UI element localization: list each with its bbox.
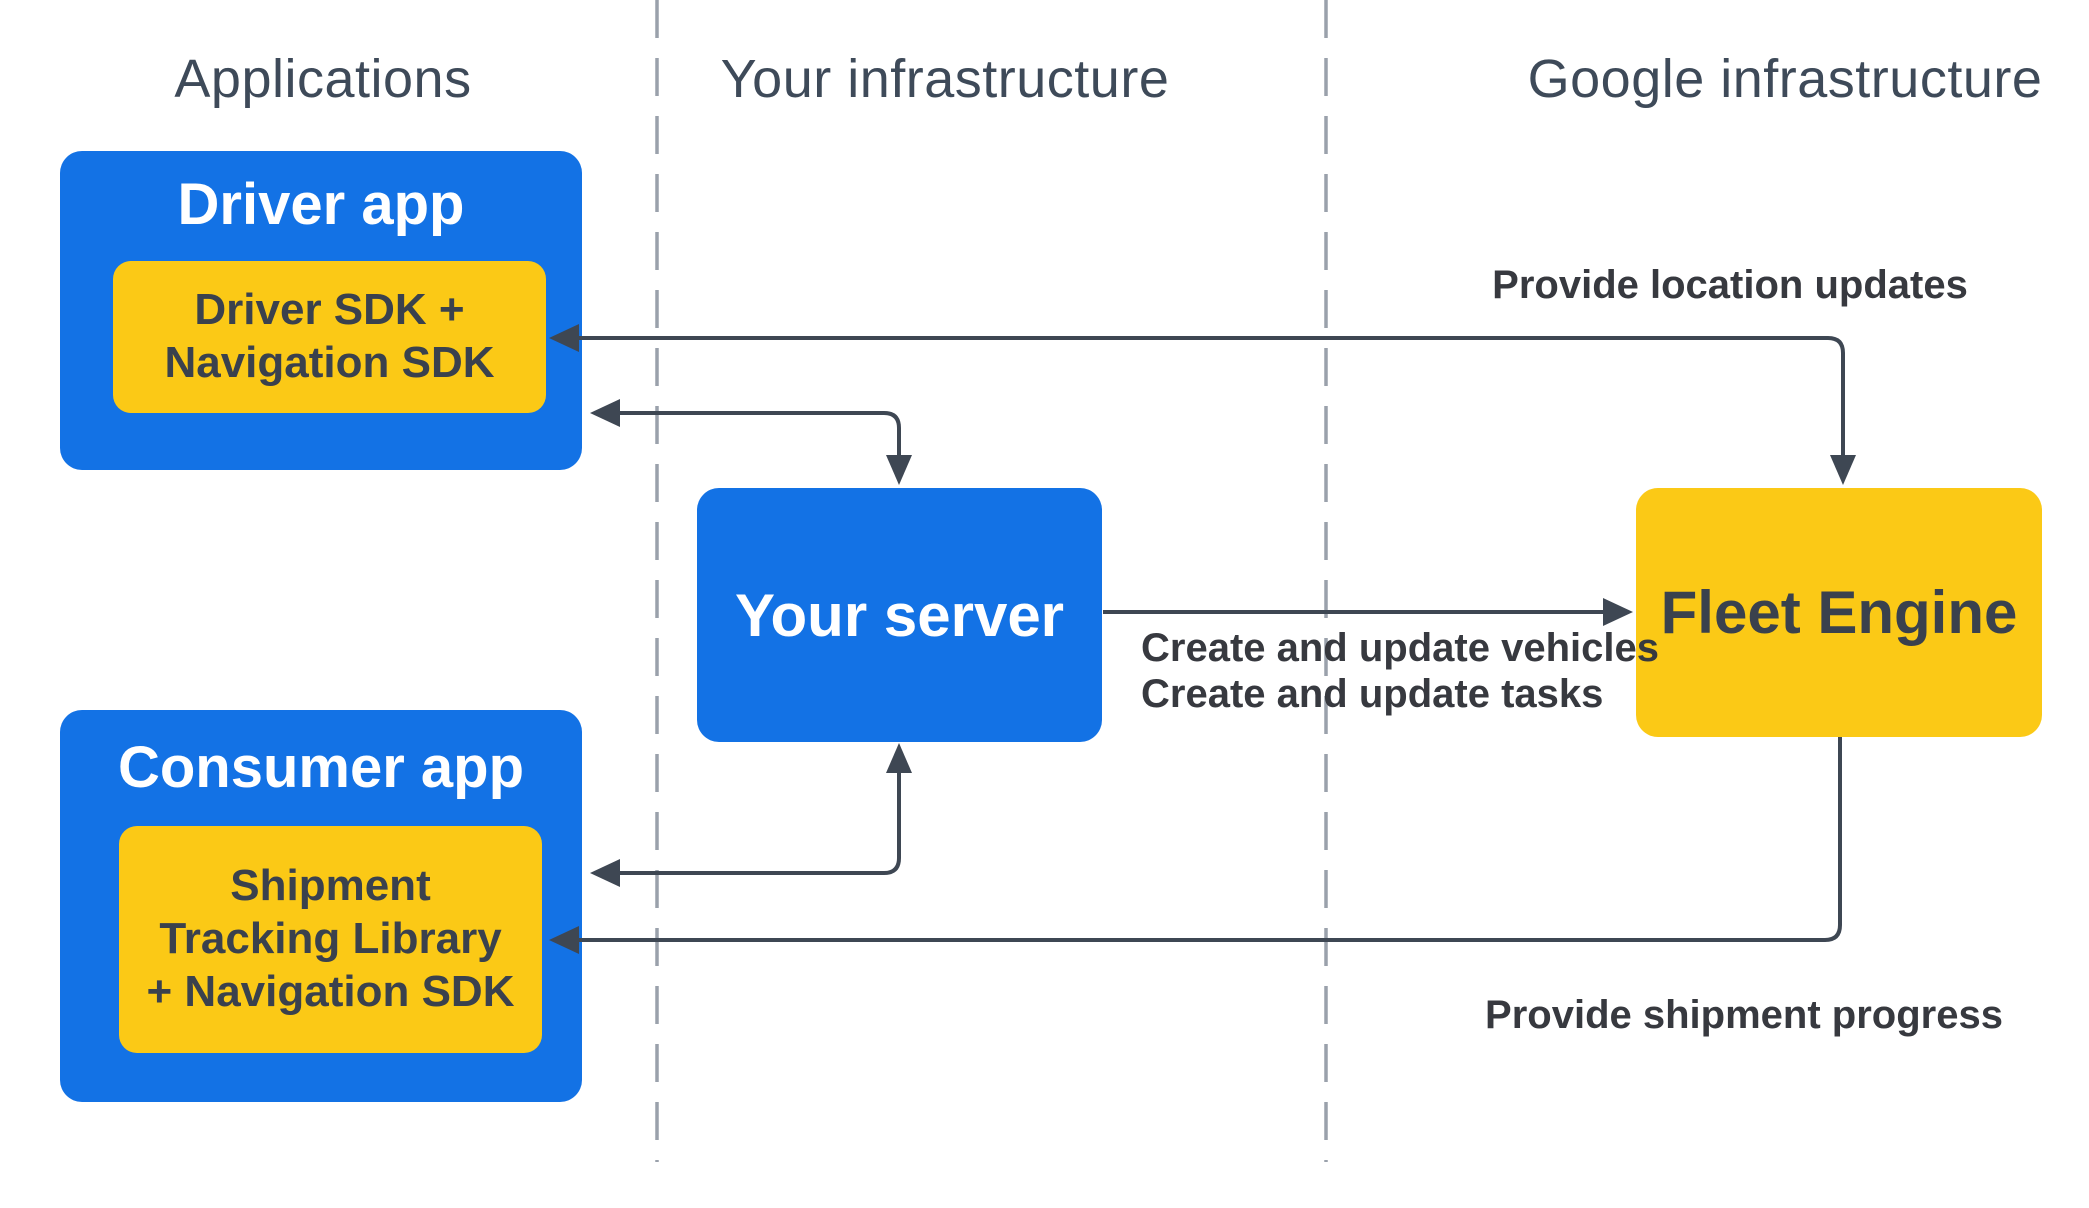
label-provide-location-updates: Provide location updates bbox=[1492, 263, 1968, 307]
driver-sdk-label-line1: Driver SDK + bbox=[194, 285, 465, 335]
shipment-library-label-line1: Shipment bbox=[230, 861, 431, 911]
shipment-library-label-line2: Tracking Library bbox=[159, 914, 502, 964]
driver-sdk-box: Driver SDK + Navigation SDK bbox=[113, 261, 546, 413]
arrowhead-into-consumer-app bbox=[590, 859, 620, 887]
arrowheads bbox=[549, 324, 1856, 954]
fleet-engine-box: Fleet Engine bbox=[1636, 488, 2042, 737]
consumer-app-box: Consumer app Shipment Tracking Library +… bbox=[60, 710, 582, 1102]
edge-server-consumerapp bbox=[608, 766, 901, 875]
edge-driverapp-server bbox=[608, 411, 901, 460]
driver-app-title: Driver app bbox=[177, 172, 465, 237]
fleet-engine-title: Fleet Engine bbox=[1660, 579, 2018, 646]
column-divider-lines bbox=[655, 0, 1328, 1162]
consumer-app-title: Consumer app bbox=[117, 735, 525, 800]
arrowhead-into-server-bottom bbox=[886, 743, 912, 773]
your-server-title: Your server bbox=[734, 581, 1065, 649]
arrowhead-into-fleet-top bbox=[1830, 455, 1856, 485]
label-create-update-tasks: Create and update tasks bbox=[1141, 672, 1604, 716]
arrowhead-into-fleet-left bbox=[1603, 598, 1633, 626]
arrowhead-into-server-top bbox=[886, 455, 912, 485]
column-header-google-infrastructure: Google infrastructure bbox=[1527, 49, 2043, 109]
column-header-your-infrastructure: Your infrastructure bbox=[720, 49, 1170, 109]
your-server-box: Your server bbox=[697, 488, 1102, 742]
driver-sdk-label-line2: Navigation SDK bbox=[164, 338, 495, 387]
shipment-tracking-library-box: Shipment Tracking Library + Navigation S… bbox=[119, 826, 542, 1053]
shipment-library-label-line3: + Navigation SDK bbox=[146, 966, 515, 1016]
edge-shipment-progress bbox=[567, 737, 1842, 942]
label-provide-shipment-progress: Provide shipment progress bbox=[1485, 993, 2003, 1037]
arrowhead-into-shipment-library bbox=[549, 926, 579, 954]
column-header-applications: Applications bbox=[174, 49, 472, 109]
arrowhead-into-driver-sdk bbox=[549, 324, 579, 352]
driver-app-box: Driver app Driver SDK + Navigation SDK bbox=[60, 151, 582, 470]
arrowhead-into-driver-app bbox=[590, 399, 620, 427]
edge-location-updates bbox=[566, 336, 1845, 460]
label-create-update-vehicles: Create and update vehicles bbox=[1141, 626, 1659, 670]
